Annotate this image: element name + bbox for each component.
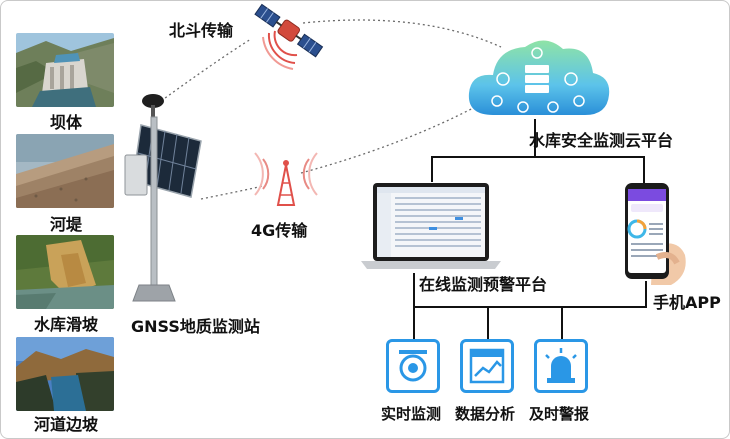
camera-icon bbox=[399, 350, 427, 382]
chart-icon bbox=[469, 348, 505, 384]
feature-analysis bbox=[460, 339, 514, 393]
alarm-icon bbox=[545, 348, 577, 383]
feature-alarm bbox=[534, 339, 588, 393]
mobile-label: 手机APP bbox=[653, 293, 721, 312]
phone-icon bbox=[625, 183, 686, 285]
feature-label-realtime: 实时监测 bbox=[381, 405, 442, 423]
satellite-signal-icon bbox=[262, 30, 298, 70]
feature-connector-3 bbox=[561, 306, 563, 340]
feature-connector-1 bbox=[413, 306, 415, 340]
phone-down-connector bbox=[645, 281, 647, 307]
riverbank-photo bbox=[16, 134, 114, 208]
photo-label-river-slope: 河道边坡 bbox=[33, 415, 98, 434]
dam-photo bbox=[16, 33, 114, 107]
landslide-photo bbox=[16, 235, 114, 309]
station-label: GNSS地质监测站 bbox=[131, 317, 260, 336]
platform-label: 在线监测预警平台 bbox=[419, 275, 548, 294]
cloud-label: 水库安全监测云平台 bbox=[529, 131, 674, 150]
gnss-station-icon bbox=[124, 94, 202, 302]
bottom-bus bbox=[413, 306, 647, 308]
satellite-icon bbox=[254, 3, 324, 58]
phone-connector bbox=[643, 156, 645, 186]
laptop-connector bbox=[431, 156, 433, 182]
feature-label-analysis: 数据分析 bbox=[455, 405, 516, 423]
photo-label-riverbank: 河堤 bbox=[49, 215, 82, 234]
cloud-platform-icon bbox=[468, 40, 610, 115]
feature-connector-2 bbox=[487, 306, 489, 340]
feature-realtime bbox=[386, 339, 440, 393]
beidou-label: 北斗传输 bbox=[169, 21, 234, 40]
photo-label-landslide: 水库滑坡 bbox=[33, 315, 98, 334]
top-bus bbox=[431, 156, 644, 158]
photo-label-dam: 坝体 bbox=[49, 113, 82, 132]
laptop-down-connector bbox=[413, 273, 415, 307]
cell-tower-icon bbox=[254, 152, 318, 206]
cloud-connector bbox=[534, 119, 536, 157]
cellular-label: 4G传输 bbox=[251, 221, 308, 240]
feature-label-alarm: 及时警报 bbox=[529, 405, 590, 423]
river-slope-photo bbox=[16, 337, 114, 411]
laptop-icon bbox=[361, 183, 501, 269]
